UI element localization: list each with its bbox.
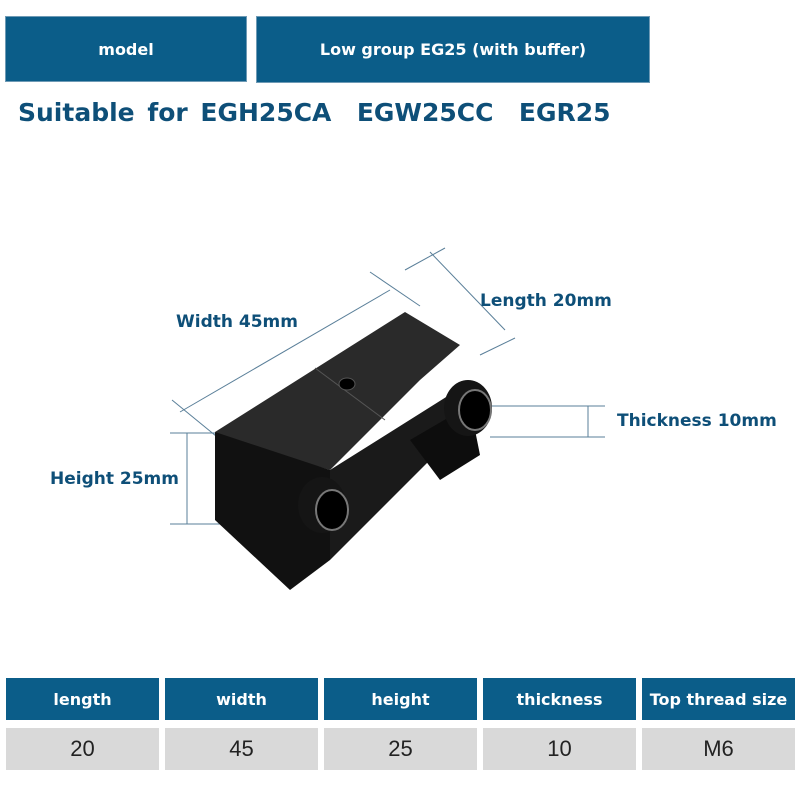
- buffer-block: [215, 312, 492, 590]
- value-thread-size: M6: [642, 728, 795, 770]
- header-height: height: [324, 678, 477, 720]
- length-dimension-label: Length 20mm: [480, 291, 612, 311]
- header-thread-size: Top thread size: [642, 678, 795, 720]
- height-dimension-label: Height 25mm: [50, 469, 179, 489]
- model-value: Low group EG25 (with buffer): [256, 16, 650, 83]
- value-width: 45: [165, 728, 318, 770]
- header-thickness: thickness: [483, 678, 636, 720]
- header-width: width: [165, 678, 318, 720]
- header-length: length: [6, 678, 159, 720]
- compatibility-title: Suitable for EGH25CA EGW25CC EGR25: [18, 98, 611, 127]
- dimension-lines: [170, 247, 605, 525]
- value-length: 20: [6, 728, 159, 770]
- thickness-dimension-label: Thickness 10mm: [617, 411, 777, 431]
- value-height: 25: [324, 728, 477, 770]
- value-thickness: 10: [483, 728, 636, 770]
- model-label: model: [5, 16, 247, 82]
- width-dimension-label: Width 45mm: [176, 312, 298, 332]
